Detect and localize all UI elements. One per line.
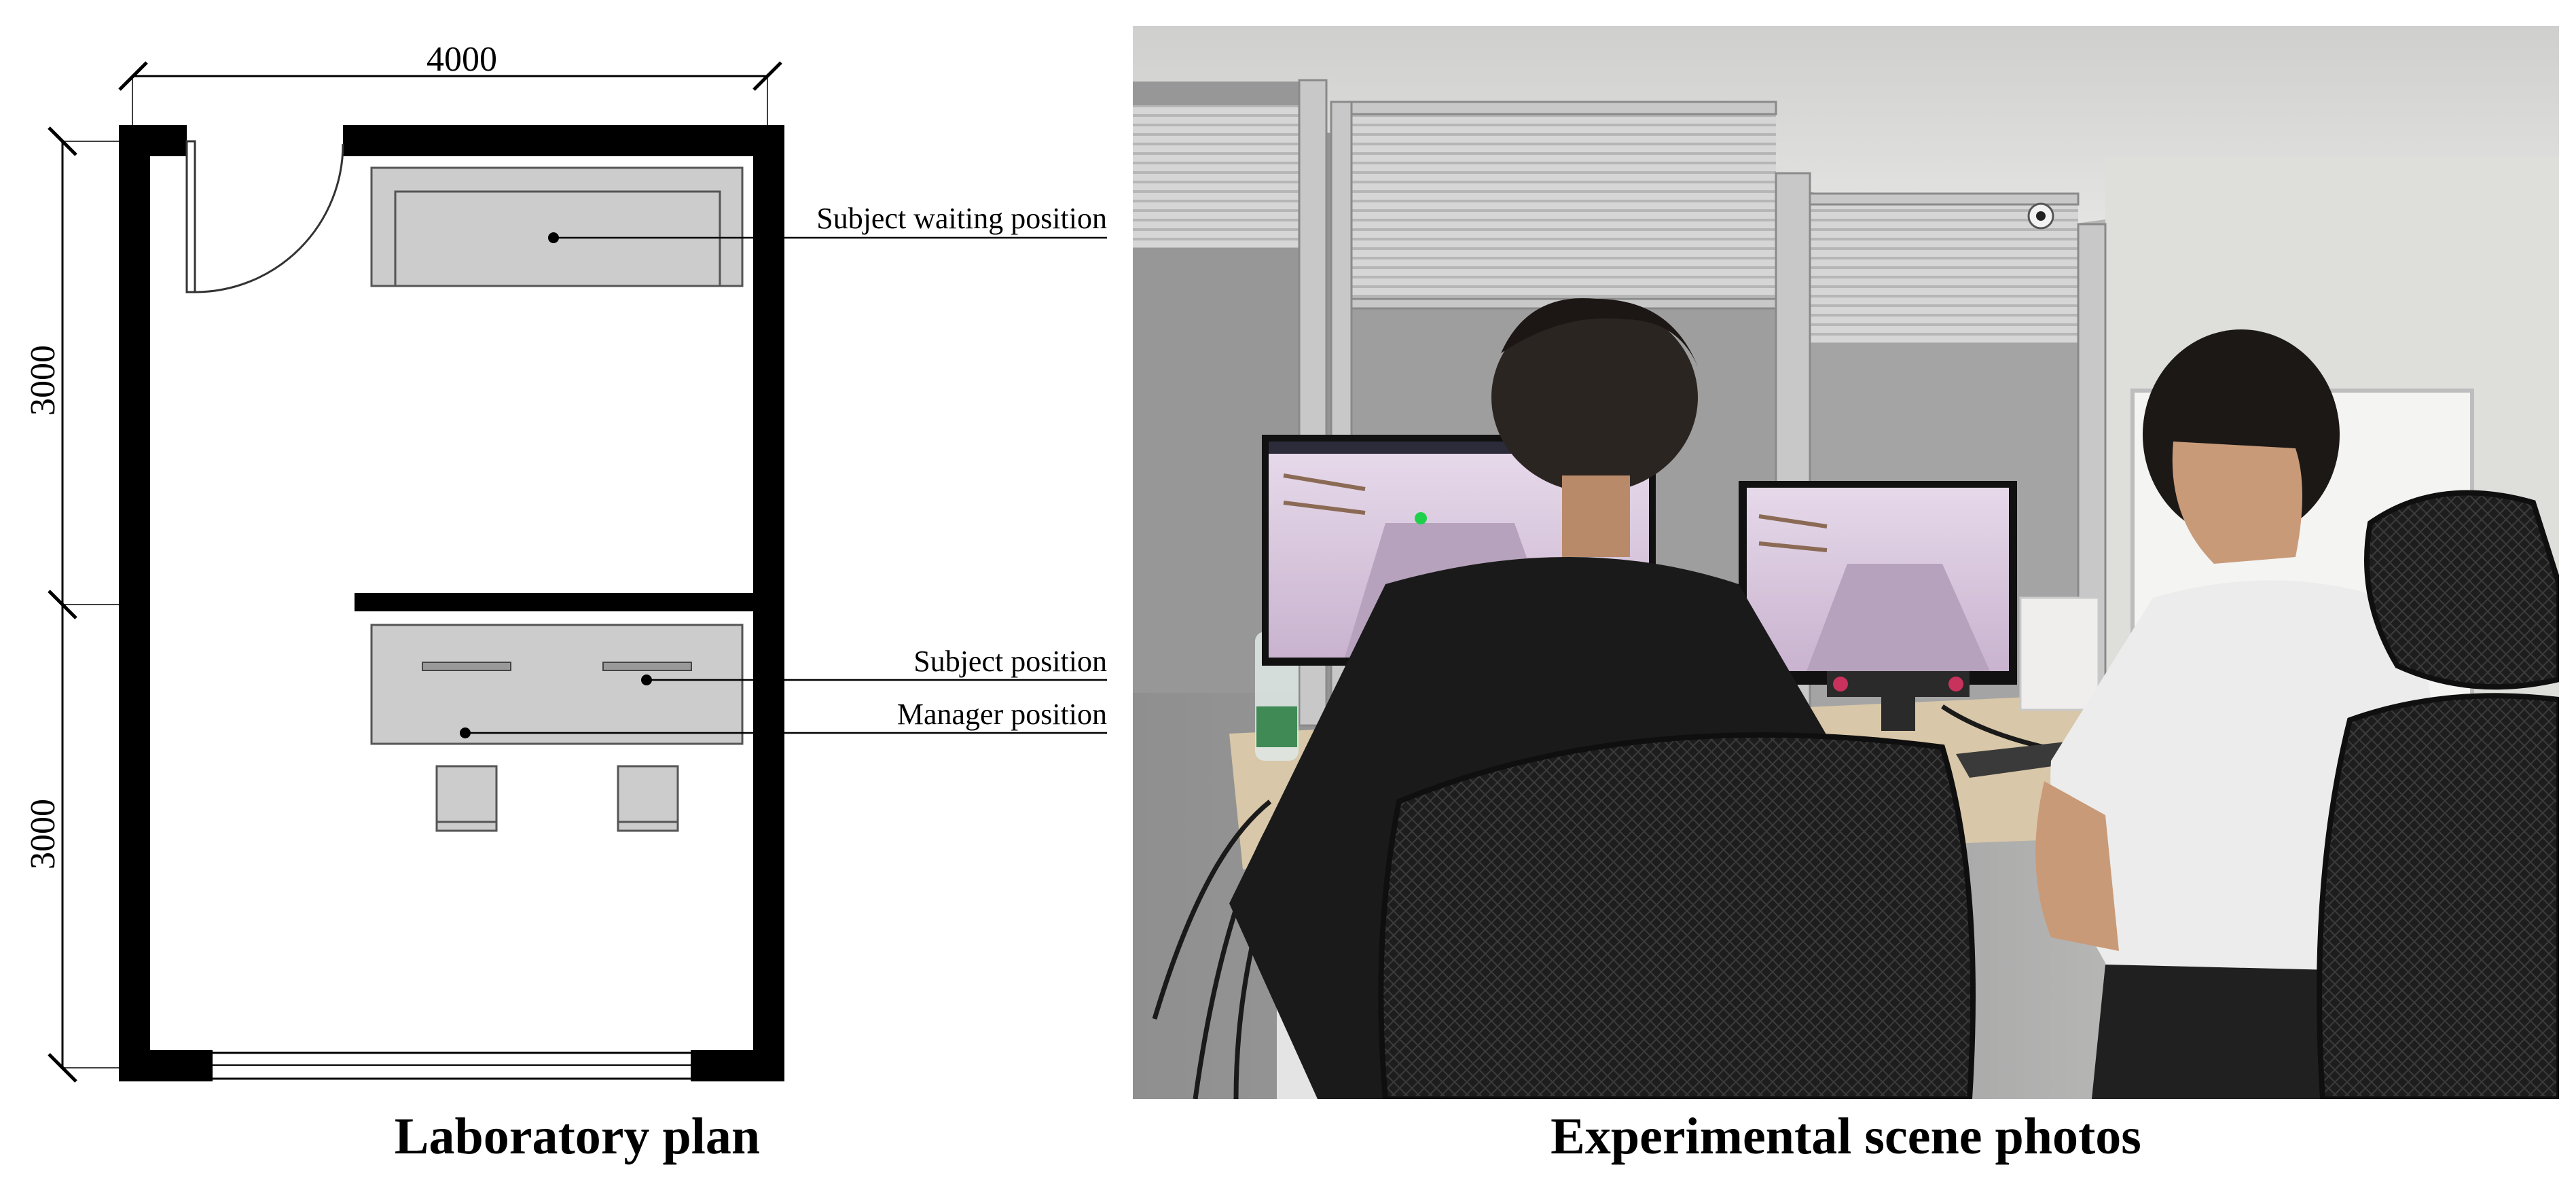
subject-position-label: Subject position [913,645,1107,678]
waiting-sofa [370,166,1107,287]
height-dimension-bottom-label: 3000 [24,799,62,869]
laboratory-plan-caption: Laboratory plan [394,1108,761,1165]
desk [370,624,1107,745]
window [213,1052,691,1080]
chairs [435,765,679,832]
experimental-scene-photo [1133,26,2559,1099]
manager-position-label: Manager position [897,698,1107,731]
walls [119,125,784,1081]
height-dimension [48,126,129,1083]
scene-photos-caption: Experimental scene photos [1550,1108,2141,1165]
laboratory-plan: 4000 3000 3000 [24,40,1107,1083]
height-dimension-top-label: 3000 [24,345,62,416]
waiting-position-label: Subject waiting position [816,202,1107,235]
door [185,140,344,293]
width-dimension-label: 4000 [427,40,497,79]
width-dimension [118,61,782,129]
